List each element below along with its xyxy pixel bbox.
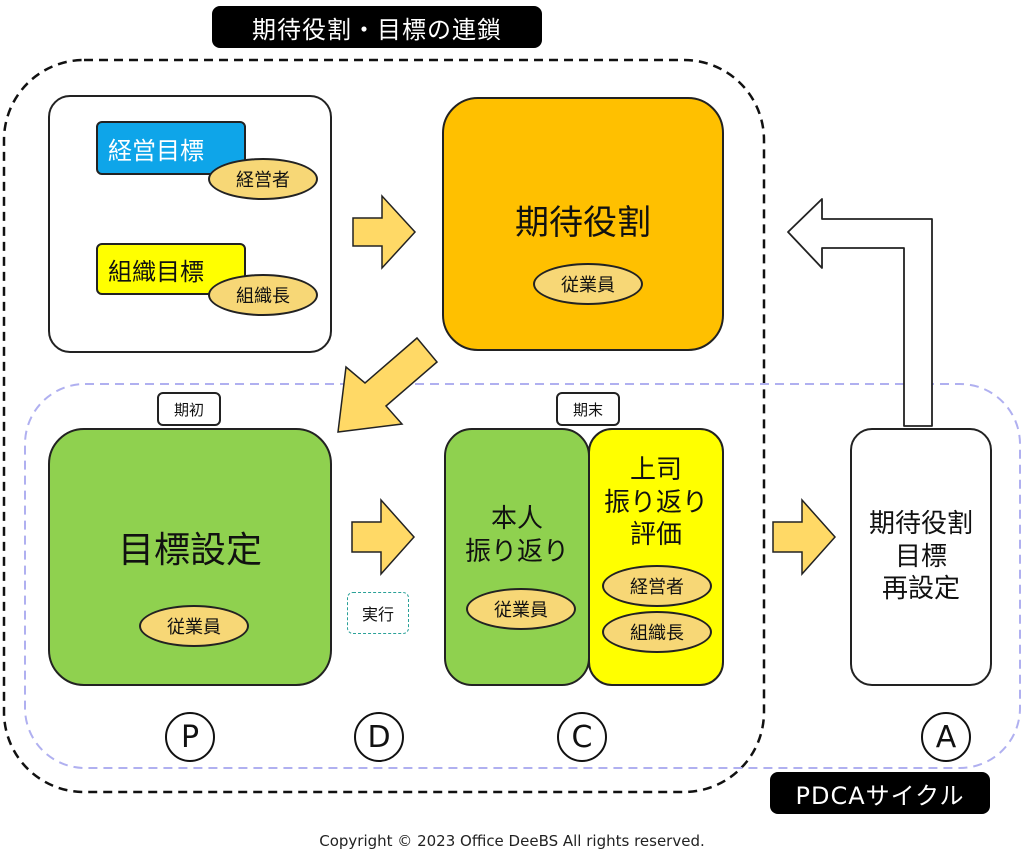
- check-boss-text: 上司 振り返り 評価: [588, 454, 724, 552]
- org-goal-owner: 組織長: [208, 274, 318, 316]
- management-goal-owner: 経営者: [208, 158, 318, 200]
- management-goal: 経営目標: [96, 121, 246, 175]
- check-boss-line3: 評価: [629, 520, 682, 550]
- phase-a: A: [921, 712, 971, 762]
- check-self-line1: 本人: [490, 504, 543, 534]
- right-arrow-act: [772, 498, 837, 576]
- check-self-line2: 振り返り: [464, 536, 569, 567]
- phase-c: C: [557, 712, 607, 762]
- phase-p: P: [165, 712, 215, 762]
- expected-role-label: 期待役割: [515, 202, 651, 243]
- act-line2: 目標: [894, 541, 947, 572]
- chain-region: [2, 58, 766, 794]
- act-line1: 期待役割: [868, 509, 973, 540]
- pdca-region: [24, 383, 1021, 769]
- plan-tag: 期初: [157, 392, 221, 426]
- plan-box: 目標設定: [48, 428, 332, 686]
- act-text: 期待役割 目標 再設定: [869, 508, 973, 606]
- plan-owner: 従業員: [139, 605, 249, 647]
- plan-label: 目標設定: [117, 530, 262, 571]
- expected-role-owner: 従業員: [533, 263, 643, 305]
- feedback-arrow: [787, 198, 933, 427]
- right-arrow-do: [351, 498, 416, 576]
- check-self-text: 本人 振り返り: [444, 503, 590, 568]
- act-line3: 再設定: [881, 574, 960, 605]
- copyright: Copyright © 2023 Office DeeBS All rights…: [319, 832, 705, 850]
- check-self-owner: 従業員: [466, 588, 576, 630]
- check-tag: 期末: [556, 392, 620, 426]
- do-tag: 実行: [347, 592, 409, 634]
- check-boss-owner1: 経営者: [602, 565, 712, 607]
- expected-role-box: 期待役割: [442, 97, 724, 351]
- check-self-box: [444, 428, 590, 686]
- check-boss-line1: 上司: [629, 455, 682, 485]
- chain-title: 期待役割・目標の連鎖: [212, 6, 542, 48]
- right-arrow-chain: [352, 194, 417, 270]
- check-boss-owner2: 組織長: [602, 611, 712, 653]
- diagonal-arrow: [337, 336, 439, 433]
- pdca-label: PDCAサイクル: [770, 772, 990, 814]
- act-box: 期待役割 目標 再設定: [850, 428, 992, 686]
- check-boss-line2: 振り返り: [603, 487, 708, 518]
- phase-d: D: [354, 712, 404, 762]
